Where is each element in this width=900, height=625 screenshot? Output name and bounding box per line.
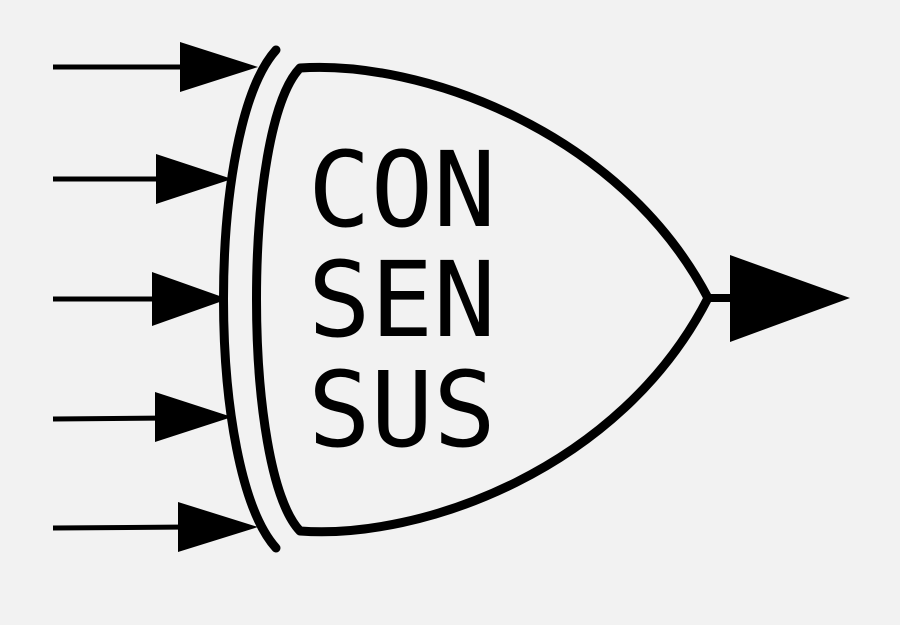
gate-label-line-1: CON: [308, 129, 496, 251]
input-arrow-5: [52, 502, 258, 552]
input-arrow-1: [53, 42, 258, 92]
input-arrow-3: [53, 272, 228, 326]
input-arrow-4: [52, 392, 232, 442]
input-arrows: [52, 42, 258, 552]
gate-label: CON SEN SUS: [308, 129, 496, 471]
output-arrow: [708, 255, 850, 342]
gate-input-curve: [219, 45, 281, 553]
input-arrow-2: [53, 154, 232, 204]
gate-body: [252, 62, 713, 537]
gate-label-line-3: SUS: [308, 349, 496, 471]
gate-label-line-2: SEN: [308, 239, 496, 361]
